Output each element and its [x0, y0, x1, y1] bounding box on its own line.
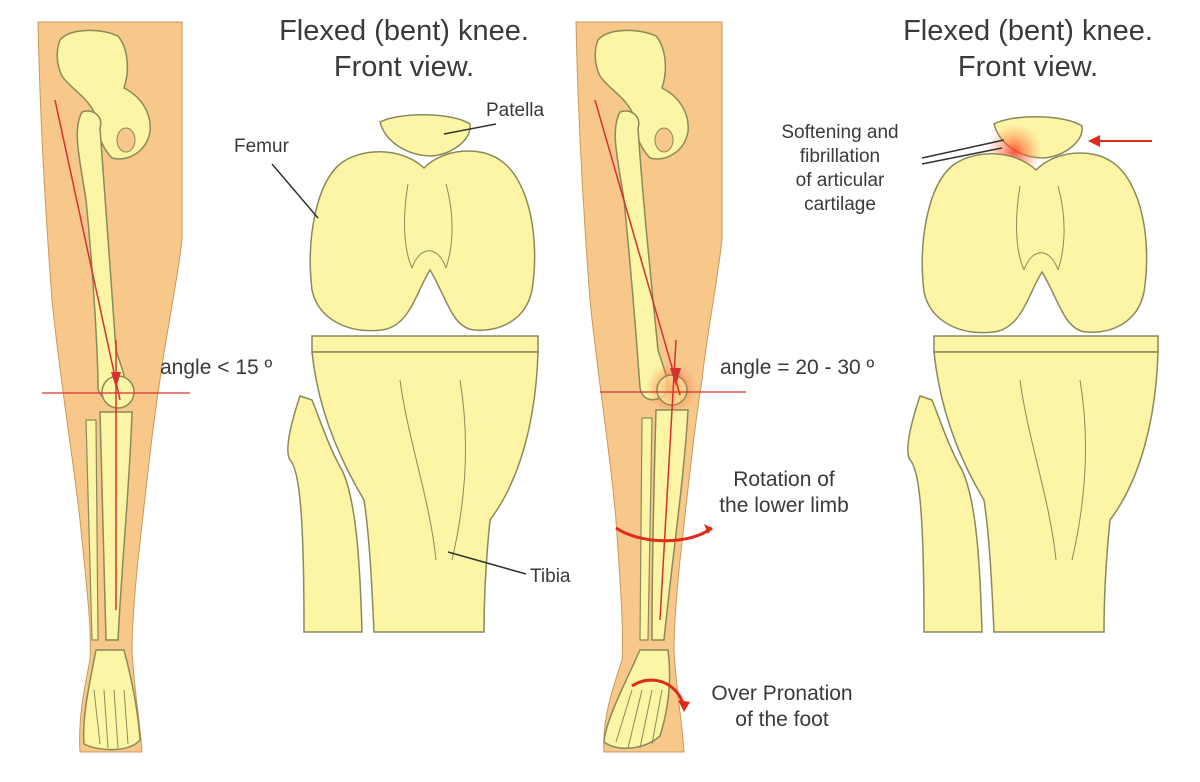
pelvis-right [594, 29, 689, 160]
label-cartilage-4: cartilage [804, 194, 876, 215]
rotation-arrow [615, 526, 713, 543]
leader-cartilage-2 [921, 147, 1003, 165]
label-angle-right: angle = 20 - 30 º [720, 356, 875, 379]
knee-front-left [287, 114, 539, 633]
title-right-line2: Front view. [958, 51, 1098, 83]
femur-condyles-left [309, 150, 536, 332]
label-cartilage-1: Softening and [781, 122, 898, 143]
label-pronation-2: of the foot [735, 708, 829, 731]
label-tibia: Tibia [530, 566, 571, 587]
label-rotation-2: the lower limb [719, 494, 849, 517]
tibia-right [651, 409, 689, 641]
leg-left [37, 21, 190, 753]
tibial-plateau-left [311, 335, 539, 353]
pronation-arrow [631, 678, 686, 707]
leg-right [575, 21, 746, 753]
leader-femur [271, 163, 319, 219]
fibula-front-left [287, 395, 363, 633]
leader-tibia [447, 551, 527, 575]
fibula-front-right [907, 395, 983, 633]
label-rotation-1: Rotation of [733, 468, 835, 491]
title-left-line2: Front view. [334, 51, 474, 83]
label-cartilage-2: fibrillation [800, 146, 880, 167]
label-angle-left: angle < 15 º [160, 356, 273, 379]
leader-patella [443, 123, 497, 135]
title-left-line1: Flexed (bent) knee. [279, 15, 529, 47]
label-femur: Femur [234, 136, 290, 157]
pelvis-left [56, 29, 151, 160]
knee-front-right [907, 116, 1159, 633]
patella-left [379, 114, 471, 157]
tibia-front-right [933, 351, 1159, 633]
label-pronation-1: Over Pronation [711, 682, 852, 705]
leader-cartilage-1 [921, 139, 1005, 159]
femur-condyles-right [921, 152, 1148, 334]
tibial-plateau-right [933, 335, 1159, 353]
label-patella: Patella [486, 100, 545, 121]
title-right-line1: Flexed (bent) knee. [903, 15, 1153, 47]
label-cartilage-3: of articular [796, 170, 885, 191]
